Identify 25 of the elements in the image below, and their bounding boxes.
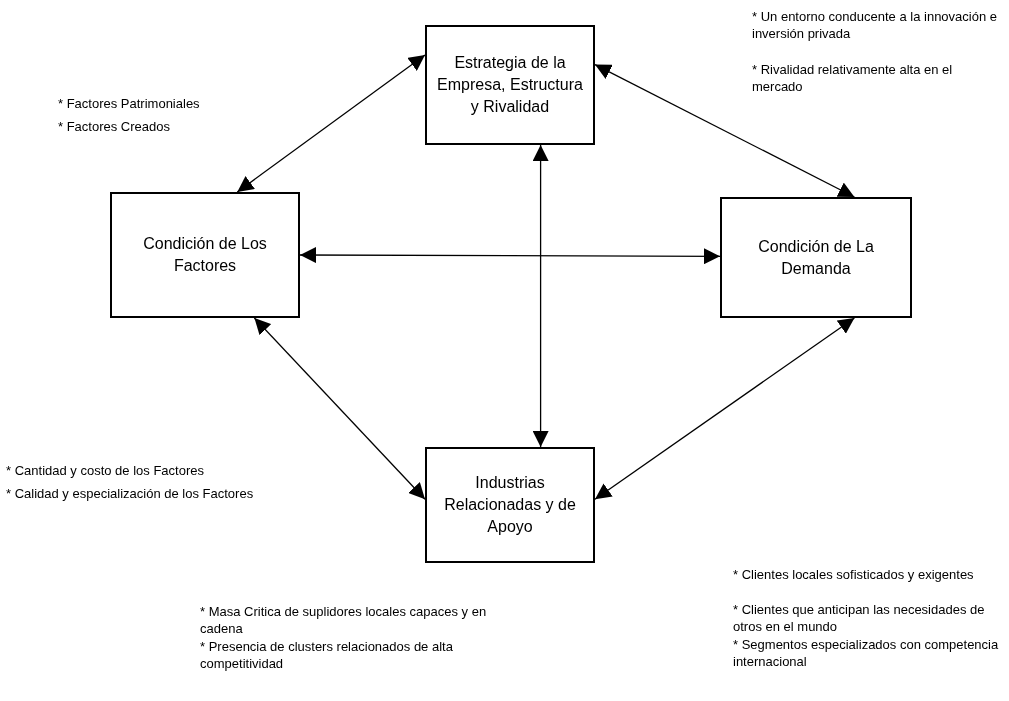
double-arrow [253,317,426,500]
bullet-note: * Segmentos especializados con competencia internacional [733,636,1000,670]
box [720,197,912,318]
bullet-note: * Un entorno conducente a la innovación e inversión privada [752,8,998,42]
bullet-note: * Factores Creados [58,118,171,135]
bullet-note: * Clientes locales sofisticados y exigentes [733,566,975,583]
double-arrow [594,317,856,500]
bullet-note: * Factores Patrimoniales [58,95,201,112]
double-arrow [236,54,426,193]
box-label: Condición de Los Factores [142,234,268,276]
double-arrow [299,247,721,265]
bullet-note: * Calidad y especialización de los Factores [6,485,255,502]
bullet-note: * Cantidad y costo de los Factores [6,462,205,479]
bullet-note: * Presencia de clusters relacionados de alta competitividad [200,638,454,672]
box [110,192,300,318]
bullet-note: * Rivalidad relativamente alta en el mercado [752,61,954,95]
double-arrow [532,144,549,448]
box-label: Industrias Relacionadas y de Apoyo [443,473,577,537]
box [425,447,595,563]
box-label: Condición de La Demanda [757,236,875,279]
box [425,25,595,145]
bullet-note: * Masa Critica de suplidores locales capaces y en cadena [200,603,488,637]
double-arrow [594,63,856,198]
bullet-note: * Clientes que anticipan las necesidades de otros en el mundo [733,601,986,635]
box-label: Estrategia de la Empresa, Estructura y Rivalidad [436,53,584,117]
